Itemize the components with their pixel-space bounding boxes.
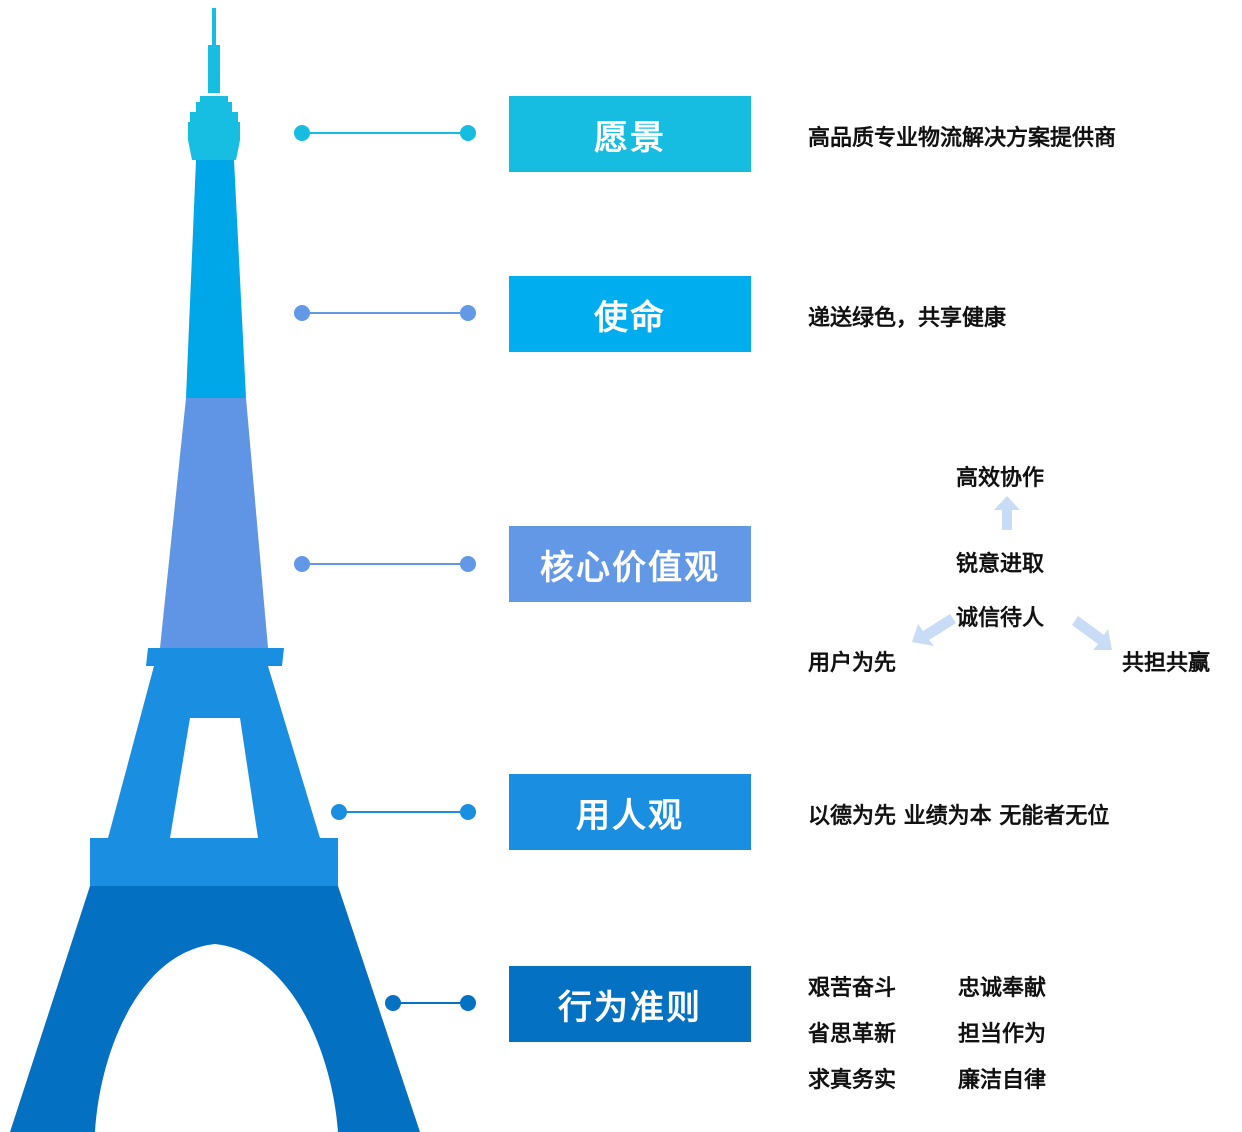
label-mission: 使命	[509, 276, 751, 352]
tower-base	[10, 886, 420, 1132]
label-core-values: 核心价值观	[509, 526, 751, 602]
tower-antenna-base	[208, 45, 220, 93]
connector-line	[393, 1002, 468, 1004]
connector-dot	[460, 804, 476, 820]
vision-description: 高品质专业物流解决方案提供商	[808, 125, 1117, 151]
connector-dot	[460, 556, 476, 572]
connector-core-values	[294, 556, 476, 572]
connector-mission	[294, 305, 476, 321]
employment-description: 以德为先 业绩为本 无能者无位	[808, 803, 1110, 829]
connector-line	[302, 132, 468, 134]
mission-description: 递送绿色，共享健康	[808, 305, 1007, 331]
conduct-item: 艰苦奋斗	[808, 975, 897, 1001]
connector-dot	[460, 305, 476, 321]
core-value-right: 共担共赢	[1122, 650, 1211, 676]
label-code-of-conduct: 行为准则	[509, 966, 751, 1042]
connector-dot	[460, 995, 476, 1011]
tower-middle-shaft	[160, 398, 268, 648]
core-value-left: 用户为先	[808, 650, 897, 676]
conduct-item: 省思革新	[808, 1021, 897, 1047]
label-vision: 愿景	[509, 96, 751, 172]
tower-antenna	[212, 8, 216, 63]
core-value-center-upper: 锐意进取	[956, 551, 1045, 577]
connector-employment	[331, 804, 476, 820]
connector-line	[302, 563, 468, 565]
tower-illustration	[10, 8, 420, 1132]
connector-dot	[331, 804, 347, 820]
arrow-up-icon	[994, 496, 1020, 530]
connector-line	[339, 811, 468, 813]
conduct-item: 忠诚奉献	[958, 975, 1047, 1001]
arrow-down-left-icon	[912, 614, 956, 646]
conduct-item: 廉洁自律	[958, 1067, 1047, 1093]
connector-dot	[460, 125, 476, 141]
connector-dot	[294, 556, 310, 572]
connector-dot	[294, 305, 310, 321]
connector-line	[302, 312, 468, 314]
label-employment-view: 用人观	[509, 774, 751, 850]
connector-dot	[294, 125, 310, 141]
tower-top-cap	[188, 96, 240, 160]
tower-lower-section	[90, 648, 338, 886]
core-value-top: 高效协作	[956, 465, 1045, 491]
conduct-item: 求真务实	[808, 1067, 897, 1093]
tower-upper-shaft	[186, 160, 246, 398]
conduct-item: 担当作为	[958, 1021, 1047, 1047]
connector-vision	[294, 125, 476, 141]
arrow-down-right-icon	[1072, 616, 1112, 650]
core-value-center-lower: 诚信待人	[956, 605, 1045, 631]
connector-conduct	[385, 995, 476, 1011]
connector-dot	[385, 995, 401, 1011]
